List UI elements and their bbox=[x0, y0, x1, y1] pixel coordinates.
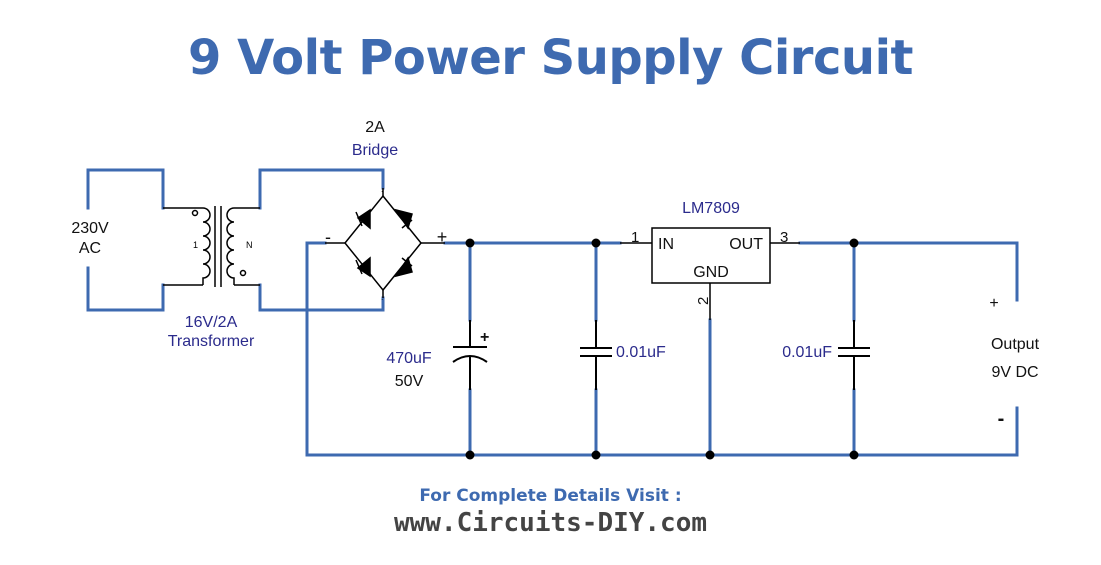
output-plus-label: + bbox=[989, 295, 998, 312]
transformer-secondary-mark: N bbox=[246, 240, 253, 250]
footer-website-link[interactable]: www.Circuits-DIY.com bbox=[393, 508, 708, 538]
regulator-in-label: IN bbox=[658, 236, 674, 253]
regulator-out-label: OUT bbox=[729, 236, 763, 253]
bridge-top-wire bbox=[258, 168, 385, 210]
junction-dot bbox=[465, 450, 475, 460]
junction-dot bbox=[849, 450, 859, 460]
regulator-symbol bbox=[620, 227, 800, 320]
transformer-primary-mark: 1 bbox=[193, 240, 198, 250]
ac-input-wire-top bbox=[86, 168, 165, 210]
input-capacitor-symbol bbox=[580, 320, 612, 390]
wires bbox=[86, 168, 1019, 457]
output-rail-wire bbox=[798, 241, 1019, 302]
regulator-gnd-label: GND bbox=[693, 264, 729, 281]
regulator-pin1: 1 bbox=[631, 229, 639, 246]
transformer-symbol bbox=[163, 206, 260, 287]
regulator-name: LM7809 bbox=[682, 200, 740, 217]
input-cap-value-label: 0.01uF bbox=[616, 344, 666, 361]
output-label: Output bbox=[991, 336, 1040, 353]
ac-voltage-label: 230V bbox=[71, 220, 109, 237]
bridge-name-label: Bridge bbox=[352, 142, 398, 159]
main-cap-plus-label: + bbox=[480, 329, 489, 346]
junctions bbox=[465, 238, 859, 460]
output-cap-value-label: 0.01uF bbox=[782, 344, 832, 361]
junction-dot bbox=[849, 238, 859, 248]
junction-dot bbox=[591, 238, 601, 248]
ac-type-label: AC bbox=[79, 240, 101, 257]
footer-visit-label: For Complete Details Visit : bbox=[419, 486, 682, 506]
transformer-rating-label: 16V/2A bbox=[185, 314, 238, 331]
bridge-bottom-wire bbox=[258, 283, 385, 312]
bridge-dot-bottom: . bbox=[381, 293, 383, 302]
bridge-rectifier-symbol bbox=[325, 188, 445, 298]
regulator-pin2: 2 bbox=[695, 297, 712, 305]
bridge-dot-top: . bbox=[381, 185, 383, 194]
ground-return-wire bbox=[305, 241, 1019, 457]
bridge-plus-label: + bbox=[437, 227, 448, 247]
junction-dot bbox=[705, 450, 715, 460]
bridge-minus-label: - bbox=[325, 227, 331, 247]
ac-input-wire-bottom bbox=[86, 266, 165, 312]
output-minus-label: - bbox=[998, 408, 1005, 430]
regulator-pin3: 3 bbox=[780, 229, 788, 246]
output-capacitor-symbol bbox=[838, 320, 870, 390]
page-title: 9 Volt Power Supply Circuit bbox=[188, 30, 913, 86]
electrolytic-capacitor-symbol bbox=[452, 320, 488, 390]
main-cap-voltage-label: 50V bbox=[395, 373, 424, 390]
output-value-label: 9V DC bbox=[991, 364, 1038, 381]
junction-dot bbox=[591, 450, 601, 460]
junction-dot bbox=[465, 238, 475, 248]
main-cap-value-label: 470uF bbox=[386, 350, 432, 367]
bridge-rating-label: 2A bbox=[365, 119, 385, 136]
transformer-name-label: Transformer bbox=[168, 333, 255, 350]
